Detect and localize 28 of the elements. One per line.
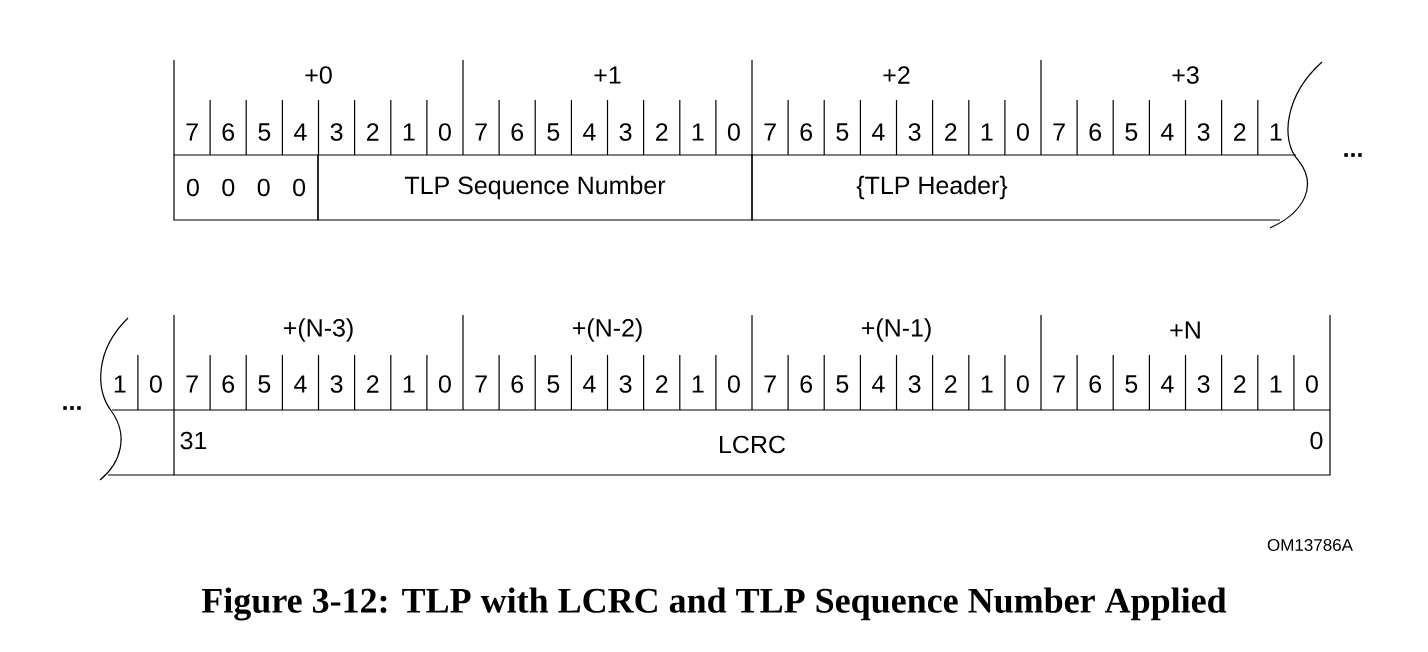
ellipsis-mark: ... [1344, 153, 1362, 157]
bit-number: 7 [764, 123, 776, 141]
field-box: {TLP Header} [751, 154, 1297, 221]
field-box: 0 0 0 0 [173, 154, 319, 221]
byte-offset-label: +0 [305, 66, 332, 84]
bit-index-label: 31 [180, 431, 207, 450]
bit-number: 0 [149, 375, 162, 393]
field-box: 31 LCRC 0 [173, 409, 1331, 476]
byte-offset-label: +2 [883, 66, 910, 84]
byte-offset-label: +N [1170, 321, 1200, 339]
bit-number: 6 [800, 123, 813, 141]
byte-offset-label: +1 [594, 66, 621, 84]
bit-number: 3 [330, 123, 343, 141]
ellipsis-mark: ... [63, 406, 81, 410]
bit-number: 1 [114, 375, 126, 393]
bit-number: 0 [727, 123, 740, 141]
bit-index-label: 0 [1310, 431, 1323, 450]
bit-number: 1 [692, 123, 704, 141]
byte-offset-label: +(N-2) [572, 318, 642, 342]
bit-number: 2 [367, 123, 379, 141]
figure-id: OM13786A [1267, 538, 1353, 551]
figure-caption: Figure 3-12: TLP with LCRC and TLP Sequence Number Applied [201, 587, 1227, 621]
byte-offset-label: +(N-1) [861, 318, 931, 342]
byte-offset-label: +(N-3) [283, 318, 353, 342]
bit-number: 4 [294, 123, 307, 141]
byte-offset-label: +3 [1172, 66, 1199, 84]
bit-number: 5 [258, 123, 271, 141]
field-box: TLP Sequence Number [317, 154, 753, 221]
